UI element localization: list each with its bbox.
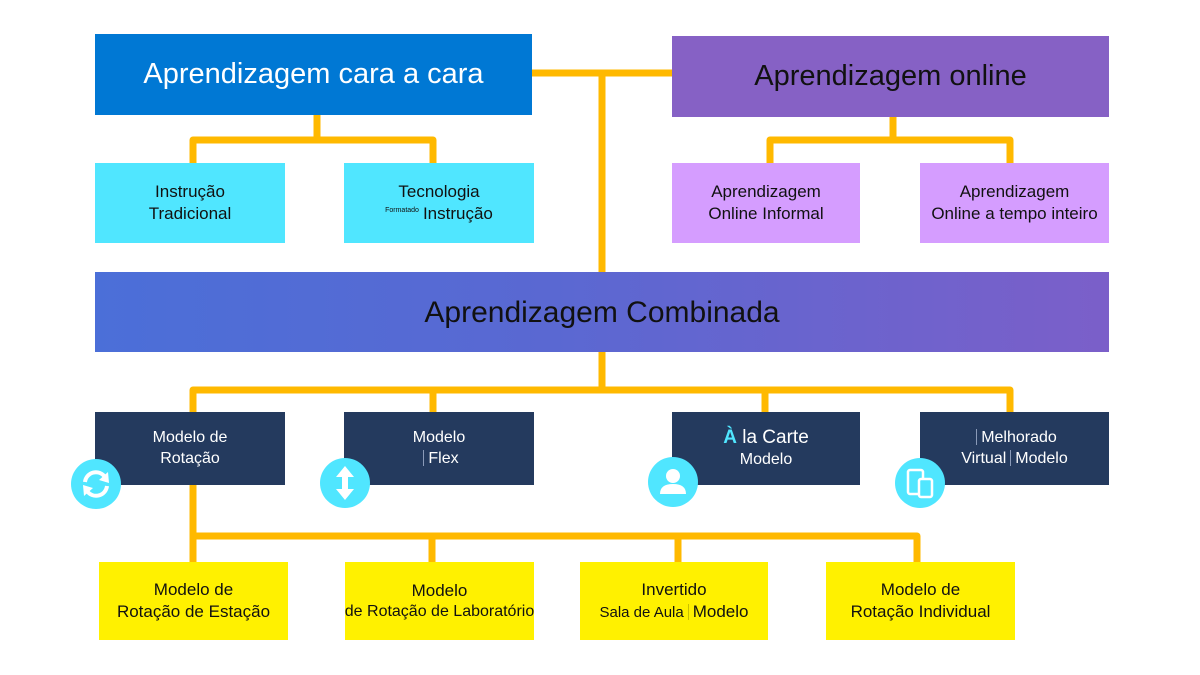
- vertical-arrows-icon: [320, 458, 370, 508]
- flipped-classroom-line2a: Sala de Aula: [599, 604, 684, 621]
- enriched-virtual-line2-wrap: Virtual Modelo: [961, 449, 1068, 470]
- a-la-carte-line2: Modelo: [739, 451, 793, 469]
- flex-model-line2-wrap: Flex: [419, 449, 459, 470]
- flipped-classroom-line1: Invertido: [641, 579, 707, 599]
- flipped-classroom-line2-wrap: Sala de Aula Modelo: [599, 601, 748, 623]
- informal-online-line1: Aprendizagem: [711, 181, 821, 201]
- connector-blended-branch: [189, 351, 1014, 412]
- devices-icon: [895, 458, 945, 508]
- enriched-virtual-separator-2: [1010, 449, 1012, 466]
- station-rotation-line2: Rotação de Estação: [116, 602, 271, 621]
- enriched-virtual-separator-1: [976, 428, 978, 445]
- flex-model-separator: [423, 449, 425, 466]
- full-time-online-learning-box: Aprendizagem Online a tempo inteiro: [920, 163, 1109, 243]
- technology-instruction-tiny-label: Formatado: [385, 207, 419, 214]
- enriched-virtual-line2b: Modelo: [1015, 449, 1068, 467]
- rotation-model-line1: Modelo de: [152, 428, 228, 446]
- flipped-classroom-separator: [687, 604, 689, 620]
- blended-learning-box: Aprendizagem Combinada: [95, 272, 1109, 352]
- enriched-virtual-line1-wrap: Melhorado: [972, 428, 1057, 449]
- full-time-online-line2: Online a tempo inteiro: [931, 204, 1098, 223]
- traditional-instruction-line1: Instrução: [155, 181, 225, 201]
- informal-online-line2: Online Informal: [708, 204, 824, 223]
- station-rotation-model-box: Modelo de Rotação de Estação: [99, 562, 288, 640]
- person-icon: [648, 457, 698, 507]
- connector-ftf-branch: [189, 115, 437, 163]
- rotation-model-box: Modelo de Rotação: [95, 412, 285, 485]
- full-time-online-line1: Aprendizagem: [959, 181, 1070, 201]
- individual-rotation-line2: Rotação Individual: [850, 602, 991, 621]
- technology-instruction-line2: Instrução: [422, 204, 493, 223]
- rotation-model-line2: Rotação: [160, 449, 220, 467]
- a-la-carte-accent: À: [723, 426, 737, 448]
- technology-instruction-line1: Tecnologia: [398, 181, 480, 201]
- traditional-instruction-line2: Tradicional: [148, 204, 232, 223]
- face-to-face-learning-title: Aprendizagem cara a cara: [143, 57, 484, 90]
- rotation-arrows-icon: [71, 459, 121, 509]
- face-to-face-learning-box: Aprendizagem cara a cara: [95, 34, 532, 115]
- flex-model-box: Modelo Flex: [344, 412, 534, 485]
- flex-model-line1: Modelo: [412, 428, 466, 446]
- connector-online-branch: [766, 117, 1014, 163]
- lab-rotation-line1: Modelo: [411, 580, 468, 600]
- enriched-virtual-model-box: Melhorado Virtual Modelo: [920, 412, 1109, 485]
- a-la-carte-line1: À la Carte: [723, 426, 809, 451]
- lab-rotation-model-box: Modelo de Rotação de Laboratório: [345, 562, 534, 640]
- connector-rotation-branch: [189, 485, 921, 562]
- a-la-carte-rest: la Carte: [742, 426, 809, 448]
- enriched-virtual-line1: Melhorado: [981, 428, 1057, 446]
- flipped-classroom-line2b: Modelo: [692, 602, 749, 621]
- flex-model-line2: Flex: [428, 449, 459, 467]
- online-learning-box: Aprendizagem online: [672, 36, 1109, 117]
- informal-online-learning-box: Aprendizagem Online Informal: [672, 163, 860, 243]
- online-learning-title: Aprendizagem online: [754, 59, 1027, 92]
- blended-learning-title: Aprendizagem Combinada: [424, 295, 780, 329]
- individual-rotation-model-box: Modelo de Rotação Individual: [826, 562, 1015, 640]
- flipped-classroom-model-box: Invertido Sala de Aula Modelo: [580, 562, 768, 640]
- individual-rotation-line1: Modelo de: [880, 579, 961, 599]
- station-rotation-line1: Modelo de: [153, 579, 234, 599]
- traditional-instruction-box: Instrução Tradicional: [95, 163, 285, 243]
- enriched-virtual-line2a: Virtual: [961, 449, 1007, 467]
- lab-rotation-line2: de Rotação de Laboratório: [344, 602, 535, 620]
- a-la-carte-model-box: À la Carte Modelo: [672, 412, 860, 485]
